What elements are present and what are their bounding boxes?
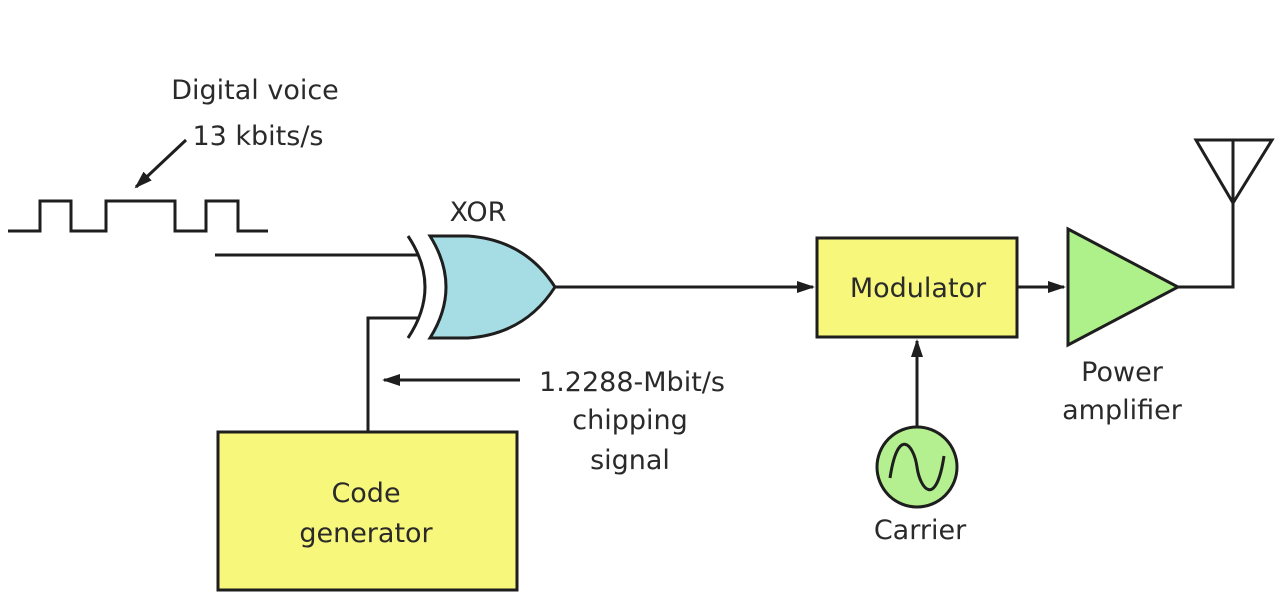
carrier-oscillator-icon <box>875 425 959 509</box>
chipping-label: chipping <box>572 405 688 436</box>
rate-label: 13 kbits/s <box>192 121 323 152</box>
code-generator-box <box>216 430 519 592</box>
amplifier-label: amplifier <box>1062 395 1183 426</box>
digital-voice-waveform <box>8 199 268 233</box>
chip-input-line <box>366 316 418 432</box>
xor-label: XOR <box>450 197 507 228</box>
power-amplifier-triangle <box>1066 226 1182 348</box>
chip-rate-label: 1.2288-Mbit/s <box>539 367 725 398</box>
xor-gate <box>406 234 557 340</box>
code-label: Code <box>331 478 400 509</box>
carrier-label: Carrier <box>874 515 967 546</box>
digital-voice-label: Digital voice <box>171 75 339 106</box>
antenna-feed-line <box>1178 200 1235 289</box>
signal-label: signal <box>590 445 670 476</box>
power-label: Power <box>1081 357 1164 388</box>
antenna-icon <box>1193 138 1275 206</box>
modulator-box <box>815 236 1019 339</box>
generator-label: generator <box>299 518 433 549</box>
modulator-label: Modulator <box>850 273 987 304</box>
digital-voice-pointer-arrow <box>134 138 188 189</box>
